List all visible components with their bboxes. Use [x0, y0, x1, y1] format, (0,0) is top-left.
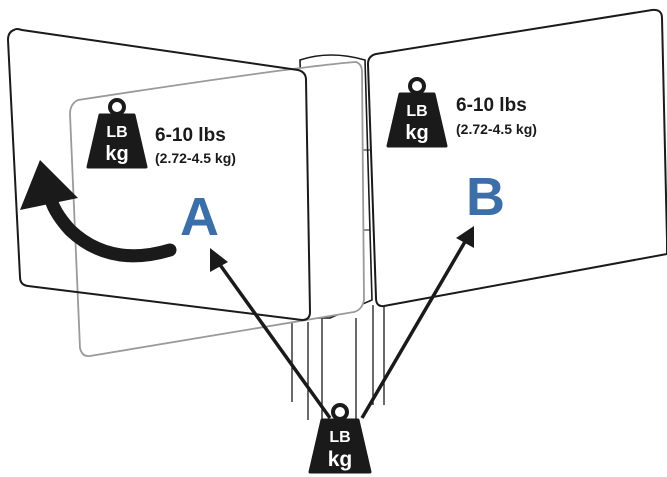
panel-a-weight-range: 6-10 lbs	[155, 125, 226, 146]
weight-icon-bottom-label: kg	[405, 122, 428, 144]
weight-icon-top-label: LB	[106, 124, 127, 141]
panel-b-weight-range: 6-10 lbs	[456, 95, 527, 116]
panel-a-ghost	[69, 61, 365, 357]
panel-a[interactable]	[6, 28, 312, 322]
weight-icon-bottom-label: kg	[105, 143, 128, 165]
weight-icon: LB kg	[386, 77, 448, 148]
weight-icon: LB kg	[86, 98, 148, 169]
panel-b[interactable]	[366, 8, 667, 308]
pointer-arrow-icon	[360, 226, 474, 419]
weight-icon-top-label: LB	[406, 103, 427, 120]
rotate-arrow-icon	[20, 160, 177, 263]
weight-icon-top-label: LB	[329, 429, 350, 446]
panel-a-weight-metric: (2.72-4.5 kg)	[155, 150, 236, 166]
panel-b-weight-metric: (2.72-4.5 kg)	[456, 121, 537, 137]
weight-icon-bottom-label: kg	[328, 448, 353, 471]
pointer-arrow-icon	[210, 248, 332, 420]
weight-icon: LB kg	[308, 403, 372, 474]
panel-b-letter: B	[466, 167, 505, 227]
panel-a-letter: A	[180, 187, 219, 247]
